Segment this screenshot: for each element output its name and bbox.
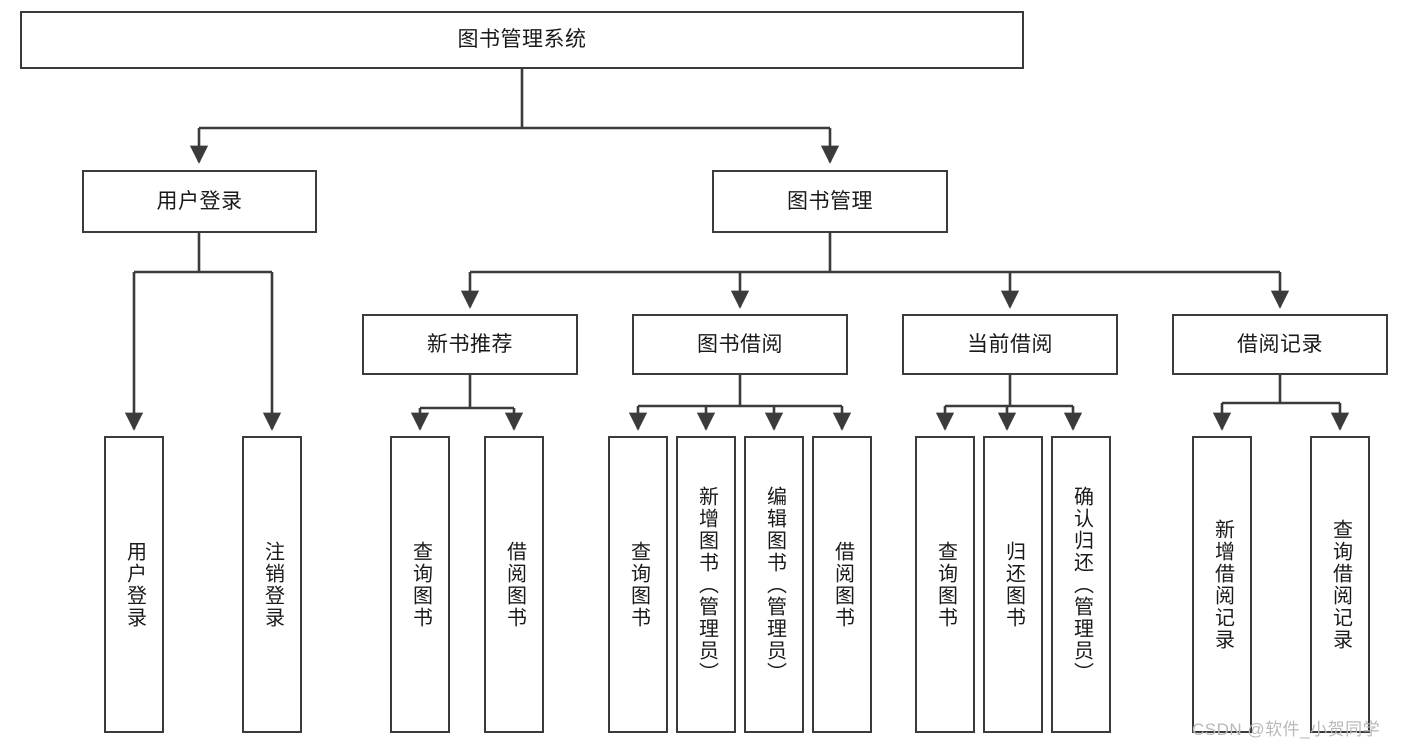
node-current-borrow-label: 当前借阅 (967, 332, 1053, 356)
leaf-edit-book-label: 编辑图书（管理员） (763, 485, 786, 684)
leaf-edit-book[interactable]: 编辑图书（管理员） (744, 436, 804, 733)
leaf-borrow-book-1[interactable]: 借阅图书 (484, 436, 544, 733)
leaf-add-book[interactable]: 新增图书（管理员） (676, 436, 736, 733)
node-user-login[interactable]: 用户登录 (82, 170, 317, 233)
node-borrow-record[interactable]: 借阅记录 (1172, 314, 1388, 375)
leaf-query-record-label: 查询借阅记录 (1329, 518, 1352, 651)
node-book-manage-label: 图书管理 (787, 189, 873, 213)
node-user-login-label: 用户登录 (156, 189, 243, 213)
leaf-query-book-1-label: 查询图书 (409, 540, 432, 629)
node-new-book-recommend[interactable]: 新书推荐 (362, 314, 578, 375)
leaf-logout-label: 注销登录 (261, 540, 284, 629)
leaf-borrow-book-1-label: 借阅图书 (503, 540, 526, 629)
leaf-query-book-2-label: 查询图书 (627, 540, 650, 629)
leaf-logout[interactable]: 注销登录 (242, 436, 302, 733)
leaf-borrow-book-2[interactable]: 借阅图书 (812, 436, 872, 733)
leaf-query-book-3[interactable]: 查询图书 (915, 436, 975, 733)
node-current-borrow[interactable]: 当前借阅 (902, 314, 1118, 375)
leaf-return-book-label: 归还图书 (1002, 540, 1025, 629)
leaf-return-book[interactable]: 归还图书 (983, 436, 1043, 733)
leaf-query-record[interactable]: 查询借阅记录 (1310, 436, 1370, 733)
leaf-add-record-label: 新增借阅记录 (1211, 518, 1234, 651)
node-borrow-record-label: 借阅记录 (1237, 332, 1323, 356)
leaf-add-book-label: 新增图书（管理员） (695, 485, 718, 684)
node-book-borrow[interactable]: 图书借阅 (632, 314, 848, 375)
leaf-confirm-return[interactable]: 确认归还（管理员） (1051, 436, 1111, 733)
leaf-user-login-label: 用户登录 (123, 540, 146, 629)
node-root[interactable]: 图书管理系统 (20, 11, 1024, 69)
leaf-add-record[interactable]: 新增借阅记录 (1192, 436, 1252, 733)
leaf-query-book-1[interactable]: 查询图书 (390, 436, 450, 733)
leaf-user-login[interactable]: 用户登录 (104, 436, 164, 733)
node-root-label: 图书管理系统 (457, 28, 587, 52)
leaf-query-book-2[interactable]: 查询图书 (608, 436, 668, 733)
leaf-query-book-3-label: 查询图书 (934, 540, 957, 629)
leaf-confirm-return-label: 确认归还（管理员） (1070, 485, 1093, 684)
node-new-book-recommend-label: 新书推荐 (427, 332, 513, 356)
csdn-watermark: CSDN @软件_小贺同学 (1192, 720, 1381, 739)
node-book-manage[interactable]: 图书管理 (712, 170, 948, 233)
leaf-borrow-book-2-label: 借阅图书 (831, 540, 854, 629)
node-book-borrow-label: 图书借阅 (697, 332, 783, 356)
